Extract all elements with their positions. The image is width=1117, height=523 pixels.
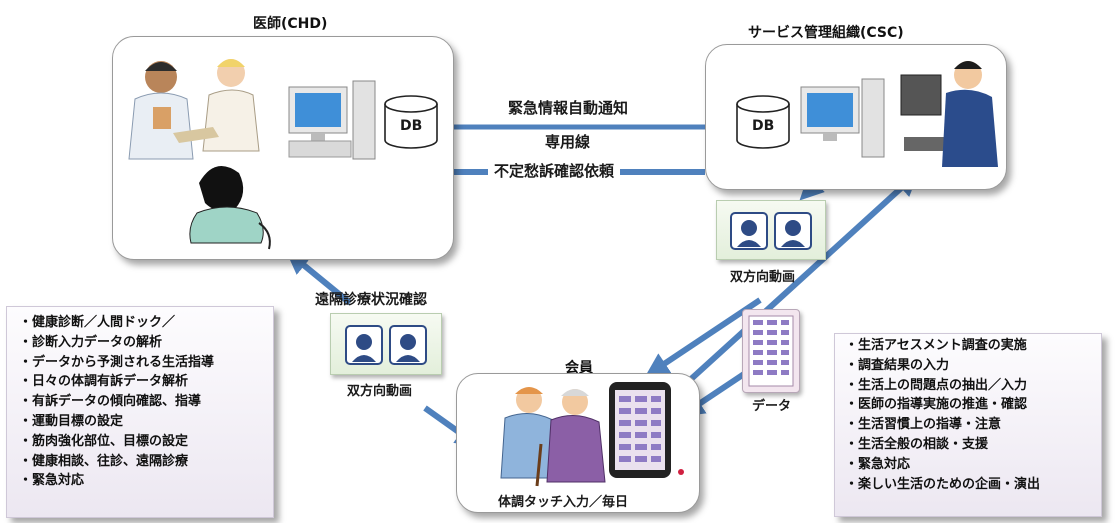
data-to-member-arrow	[680, 367, 752, 417]
csc-task-item: ・生活上の問題点の抽出／入力	[845, 377, 1028, 393]
member-panel-title: 会員	[565, 360, 593, 376]
remote-status-arrow	[285, 250, 352, 306]
video-left-label: 双方向動画	[347, 384, 413, 399]
doctor-task-item: ・運動目標の設定	[19, 413, 124, 429]
doctor-task-item: ・有訴データの傾向確認、指導	[19, 394, 202, 410]
doctor-task-item: ・健康相談、往診、遠隔診療	[19, 453, 189, 469]
csc-task-item: ・生活全般の相談・支援	[845, 436, 989, 452]
data-tablet-icon	[742, 309, 800, 393]
video-card-left	[330, 313, 442, 375]
complaint-request-label: 不定愁訴確認依頼	[488, 160, 621, 181]
doctor-tasks-box: ・健康診断／人間ドック／ ・診断入力データの解析 ・データから予測される生活指導…	[6, 306, 274, 518]
member-to-csc-arrow	[687, 171, 919, 383]
doctor-panel	[112, 36, 454, 260]
doctor-task-item: ・健康診断／人間ドック／	[19, 315, 176, 330]
member-caption: 体調タッチ入力／毎日	[498, 495, 629, 510]
doctor-task-item: ・日々の体調有訴データ解析	[19, 374, 189, 390]
operator-illustration	[800, 61, 998, 167]
csc-task-item: ・緊急対応	[845, 456, 911, 472]
doctor-db-label: DB	[400, 118, 423, 134]
doctor-task-item: ・データから予測される生活指導	[19, 354, 215, 370]
csc-task-item: ・調査結果の入力	[845, 357, 950, 373]
dedicated-line-label: 専用線	[545, 133, 591, 151]
video-top-label: 双方向動画	[730, 270, 796, 285]
csc-panel-title: サービス管理組織(CSC)	[748, 25, 904, 41]
doctor-task-item: ・筋肉強化部位、目標の設定	[19, 433, 189, 449]
data-label: データ	[752, 399, 792, 414]
member-panel	[456, 373, 700, 513]
doctors-illustration	[128, 59, 376, 250]
csc-db-label: DB	[752, 118, 775, 134]
csc-task-item: ・楽しい生活のための企画・演出	[845, 476, 1041, 492]
video-call-icon	[730, 212, 812, 250]
video-call-icon	[345, 325, 427, 365]
emergency-notify-label: 緊急情報自動通知	[508, 99, 629, 117]
elderly-couple-illustration	[500, 382, 684, 487]
csc-task-item: ・生活アセスメント調査の実施	[845, 338, 1027, 353]
doctor-task-item: ・診断入力データの解析	[19, 334, 163, 350]
csc-task-item: ・生活習慣上の指導・注意	[845, 417, 1002, 433]
csc-tasks-box: ・生活アセスメント調査の実施 ・調査結果の入力 ・生活上の問題点の抽出／入力 ・…	[834, 333, 1102, 517]
remote-status-label: 遠隔診療状況確認	[315, 292, 427, 308]
doctor-panel-title: 医師(CHD)	[253, 16, 328, 32]
doctor-task-item: ・緊急対応	[19, 473, 85, 489]
video-card-top	[716, 200, 826, 260]
data-grid-icon	[748, 315, 794, 387]
csc-task-item: ・医師の指導実施の推進・確認	[845, 397, 1028, 413]
